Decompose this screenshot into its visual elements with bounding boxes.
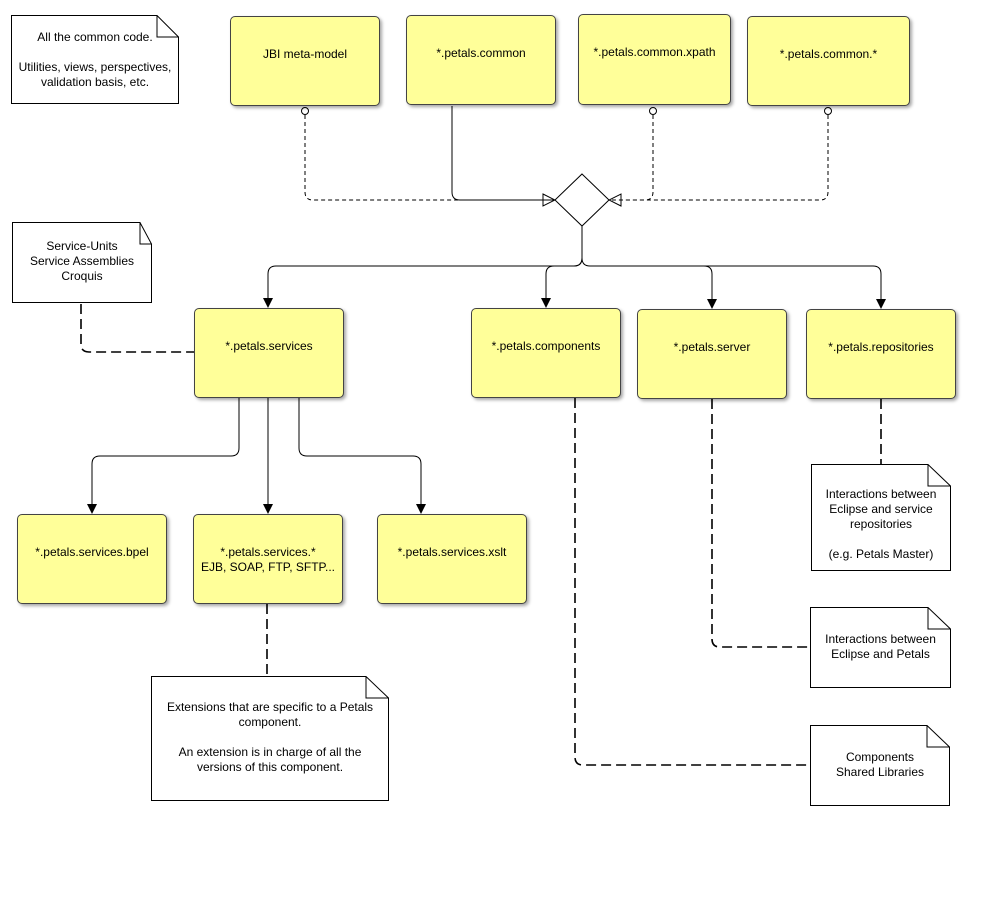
box-petals-components[interactable]: *.petals.components [471,308,621,398]
box-petals-common-label: *.petals.common [436,46,526,60]
box-petals-services-xslt[interactable]: *.petals.services.xslt [377,514,527,604]
box-petals-repositories-label: *.petals.repositories [828,340,934,354]
box-petals-services-label: *.petals.services [225,339,313,353]
box-petals-common-xpath-label: *.petals.common.xpath [593,45,716,59]
note-shared-libraries: Components Shared Libraries [810,725,950,806]
box-petals-services-star[interactable]: *.petals.services.* EJB, SOAP, FTP, SFTP… [193,514,343,604]
box-petals-common[interactable]: *.petals.common [406,15,556,105]
box-petals-common-xpath[interactable]: *.petals.common.xpath [578,14,731,105]
note-petals-interactions-text: Interactions between Eclipse and Petals [825,632,936,661]
edge-diamond-trunk [573,226,583,267]
edge-services-to-xslt [298,398,426,514]
merge-diamond [554,173,610,227]
note-shared-libraries-text: Components Shared Libraries [835,750,925,779]
note-shape [151,676,389,801]
note-link-components [574,398,811,766]
edge-to-components [541,257,583,308]
note-petals-interactions: Interactions between Eclipse and Petals [810,607,951,688]
port-circle-common-star [824,107,832,115]
note-common-code: All the common code. Utilities, views, p… [11,15,179,104]
edge-jbi-to-diamond [304,115,555,200]
edge-to-server [581,257,717,309]
box-petals-services-star-label: *.petals.services.* EJB, SOAP, FTP, SFTP… [200,545,336,574]
edge-xpath-to-diamond [609,115,654,200]
box-petals-components-label: *.petals.components [491,339,601,353]
port-circle-xpath [649,107,657,115]
note-extensions-text: Extensions that are specific to a Petals… [166,700,374,774]
box-jbi-meta-model-label: JBI meta-model [262,47,348,61]
edge-common-star-to-diamond [609,115,829,201]
note-common-code-text: All the common code. Utilities, views, p… [18,30,172,89]
box-petals-services-bpel[interactable]: *.petals.services.bpel [17,514,167,604]
note-service-units-text: Service-Units Service Assemblies Croquis [29,239,135,283]
note-shape [810,607,951,688]
edge-to-services [263,265,574,308]
port-circle-jbi [301,107,309,115]
edge-to-repositories [704,265,886,309]
box-petals-services-xslt-label: *.petals.services.xslt [397,545,507,559]
box-petals-repositories[interactable]: *.petals.repositories [806,309,956,399]
note-link-service-units [80,304,194,353]
box-petals-services[interactable]: *.petals.services [194,308,344,398]
box-petals-server-label: *.petals.server [673,340,751,354]
box-petals-server[interactable]: *.petals.server [637,309,787,399]
note-extensions: Extensions that are specific to a Petals… [151,676,389,801]
note-shape [811,464,951,571]
edge-services-to-bpel [87,398,240,514]
note-link-server [711,399,811,648]
box-petals-services-bpel-label: *.petals.services.bpel [35,545,149,559]
note-repositories-interactions: Interactions between Eclipse and service… [811,464,951,571]
note-shape [12,222,152,303]
note-shape [810,725,950,806]
note-repositories-interactions-text: Interactions between Eclipse and service… [825,487,937,561]
box-jbi-meta-model[interactable]: JBI meta-model [230,16,380,106]
box-petals-common-star[interactable]: *.petals.common.* [747,16,910,106]
edge-common-to-diamond [451,106,555,201]
note-service-units: Service-Units Service Assemblies Croquis [12,222,152,303]
box-petals-common-star-label: *.petals.common.* [779,47,878,61]
note-shape [11,15,179,104]
